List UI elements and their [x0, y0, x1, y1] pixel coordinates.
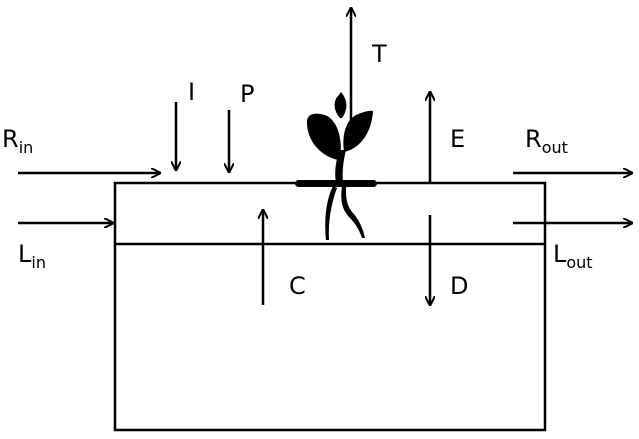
label-runoff-in: Rin	[2, 125, 33, 157]
label-precipitation: P	[240, 80, 254, 108]
label-lateral-out: Lout	[553, 240, 593, 272]
label-runoff-out: Rout	[525, 125, 568, 157]
label-evaporation: E	[450, 125, 465, 153]
label-drainage: D	[450, 272, 468, 300]
label-irrigation: I	[188, 78, 195, 106]
soil-box	[113, 181, 547, 432]
label-lateral-in: Lin	[18, 240, 46, 272]
plant-icon	[295, 92, 377, 240]
label-transpiration: T	[371, 40, 387, 68]
label-capillary-rise: C	[289, 272, 306, 300]
